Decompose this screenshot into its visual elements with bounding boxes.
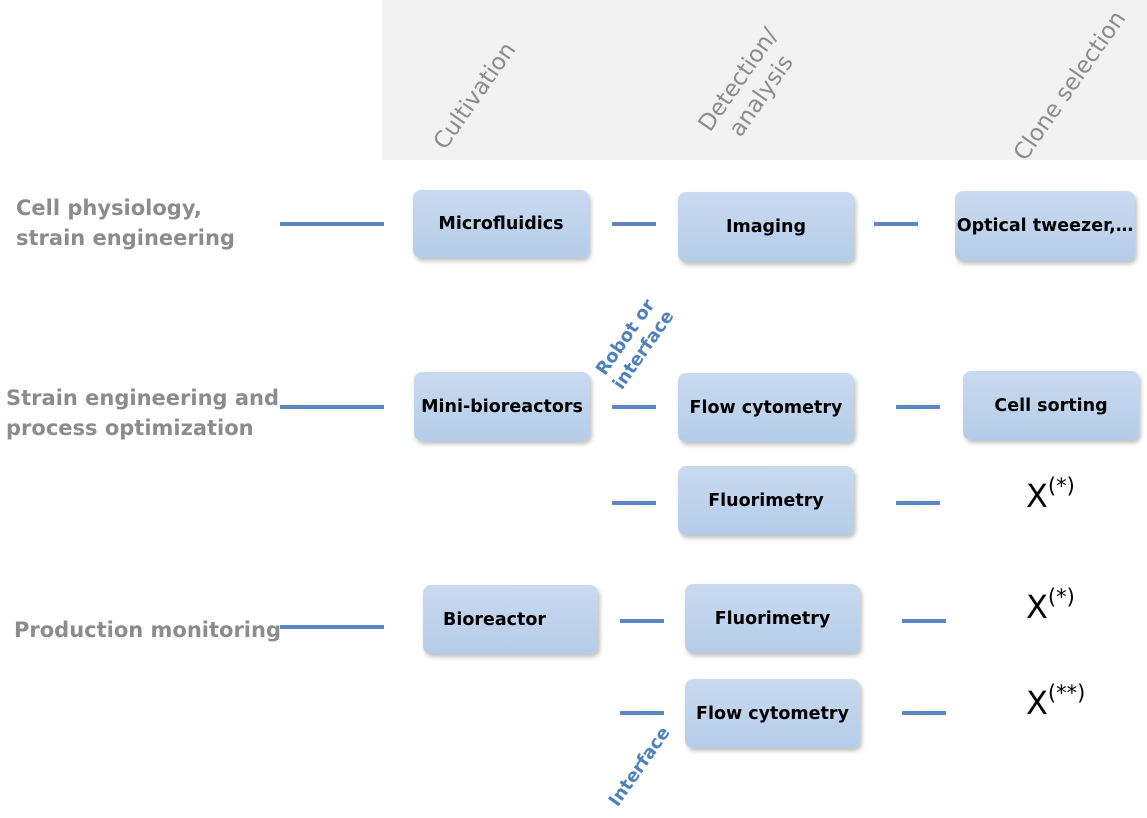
box-fluorimetry-production: Fluorimetry [685, 584, 860, 653]
box-cell-sorting: Cell sorting [963, 371, 1139, 440]
mark-x-double-star: X(**) [1026, 681, 1085, 722]
row-label-strain-engineering: Strain engineering and process optimizat… [6, 386, 280, 440]
mark-x-letter: X [1026, 588, 1048, 626]
connector-line [280, 222, 384, 226]
connector-line [612, 222, 656, 226]
mark-superscript: (*) [1047, 585, 1075, 609]
connector-line [280, 405, 384, 409]
connector-line [896, 405, 940, 409]
connector-line [902, 619, 946, 623]
connector-line [620, 711, 664, 715]
connector-line [902, 711, 946, 715]
box-mini-bioreactors: Mini-bioreactors [414, 372, 590, 441]
mark-x-single-star: X(*) [1026, 474, 1075, 515]
row-label-cell-physiology: Cell physiology, strain engineering [16, 196, 235, 250]
note-robot-or-interface: Robot or interface [591, 295, 679, 394]
box-flow-cytometry: Flow cytometry [678, 373, 854, 442]
note-interface: Interface [604, 722, 675, 811]
box-bioreactor: Bioreactor [423, 585, 598, 654]
mark-x-letter: X [1026, 477, 1048, 515]
connector-line [620, 619, 664, 623]
connector-line [612, 501, 656, 505]
connector-line [896, 501, 940, 505]
mark-superscript: (**) [1047, 681, 1086, 705]
box-microfluidics: Microfluidics [413, 190, 589, 258]
mark-x-single-star: X(*) [1026, 585, 1075, 626]
connector-line [874, 222, 918, 226]
connector-line [280, 625, 384, 629]
column-header-band [382, 0, 1147, 160]
connector-line [612, 405, 656, 409]
mark-superscript: (*) [1047, 474, 1075, 498]
box-fluorimetry: Fluorimetry [678, 466, 854, 535]
row-label-production-monitoring: Production monitoring [14, 618, 281, 642]
box-optical-tweezer: Optical tweezer,… [955, 191, 1135, 261]
box-imaging: Imaging [678, 192, 854, 262]
mark-x-letter: X [1026, 684, 1048, 722]
box-flow-cytometry-production: Flow cytometry [685, 679, 860, 748]
